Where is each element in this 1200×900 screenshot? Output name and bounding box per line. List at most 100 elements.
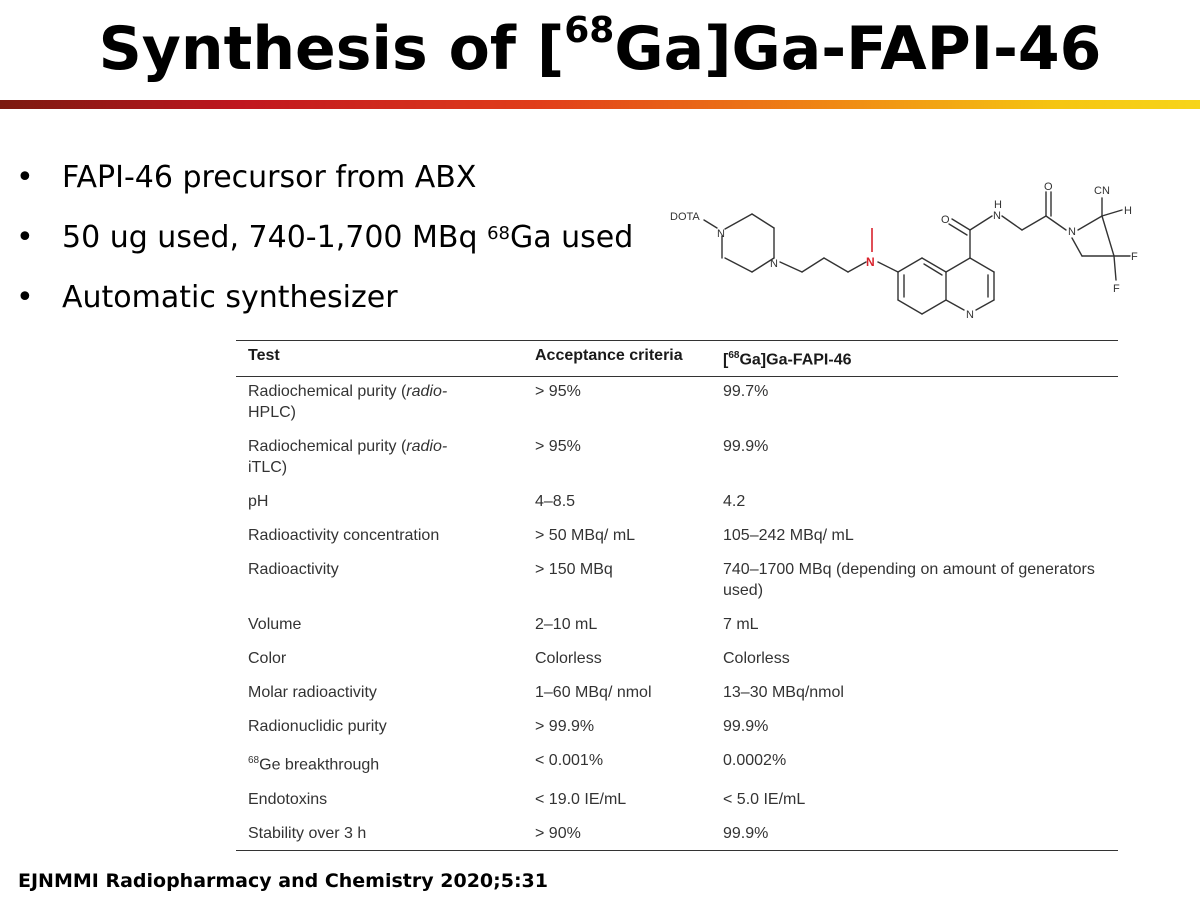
cell-criteria: > 95% [535, 438, 581, 456]
slide-title: Synthesis of [68Ga]Ga-FAPI-46 [0, 10, 1200, 84]
cell-test: Radioactivity concentration [248, 527, 440, 545]
atom-label: N [993, 210, 1001, 222]
bond-line [945, 299, 965, 311]
bond-line [1021, 215, 1047, 231]
atom-label: H [994, 199, 1002, 211]
bullet-list: • FAPI-46 precursor from ABX •50 ug used,… [16, 155, 633, 335]
bond-line [975, 299, 995, 311]
cell-result: 99.9% [723, 718, 769, 736]
cell-test: Radiochemical purity (radio- HPLC) [236, 377, 523, 424]
cell-test: Volume [248, 616, 302, 634]
bullet-item: •50 ug used, 740-1,700 MBq 68Ga used [16, 215, 633, 275]
header-result-prefix: [ [723, 351, 729, 369]
bond-line [951, 218, 971, 231]
cell-test: Color [248, 650, 287, 668]
cell-criteria: 1–60 MBq/ nmol [535, 684, 652, 702]
cell-result: 740–1700 MBq (depending on amount of gen… [723, 561, 1095, 600]
cell-test-text: HPLC) [248, 404, 297, 422]
bond-line [948, 223, 968, 236]
title-superscript: 68 [564, 10, 615, 51]
cell-criteria: < 19.0 IE/mL [535, 790, 627, 808]
cell-criteria: 4–8.5 [535, 493, 576, 511]
bullet-dot-icon: • [16, 220, 34, 255]
atom-label: F [1113, 283, 1120, 295]
cell-test-italic: radio- [406, 438, 448, 456]
bullet-superscript: 68 [487, 223, 510, 244]
cell-result: 105–242 MBq/ mL [723, 527, 854, 545]
bullet-item: • FAPI-46 precursor from ABX [16, 155, 633, 215]
cell-result: 4.2 [723, 493, 746, 511]
bond-line [1077, 215, 1103, 231]
fapi46-chemical-structure: DOTA N N N O N H O N CN H F F N [670, 181, 1138, 321]
atom-label: H [1124, 205, 1132, 217]
bullet-text: FAPI-46 precursor from ABX [62, 160, 477, 195]
cell-test-text: Ge breakthrough [259, 756, 380, 774]
bond-line [923, 263, 943, 276]
bond-line [945, 257, 971, 273]
bullet-text: Automatic synthesizer [62, 280, 398, 315]
header-test: Test [236, 339, 523, 378]
bond-line [1101, 215, 1115, 257]
table-row: Endotoxins < 19.0 IE/mL < 5.0 IE/mL [236, 776, 1118, 810]
table-row: Radiochemical purity (radio-HPLC) > 95% … [236, 377, 1118, 424]
bond-line [897, 299, 923, 315]
cell-criteria: < 0.001% [535, 752, 604, 770]
cell-criteria: 2–10 mL [535, 616, 598, 634]
cell-result: 99.7% [723, 383, 769, 401]
cell-criteria: > 150 MBq [535, 561, 613, 579]
cell-result: 7 mL [723, 616, 759, 634]
bullet-item: • Automatic synthesizer [16, 275, 633, 335]
table-row: 68Ge breakthrough < 0.001% 0.0002% [236, 737, 1118, 775]
citation: EJNMMI Radiopharmacy and Chemistry 2020;… [18, 870, 548, 892]
bond-line [823, 257, 849, 273]
cell-test: Radiochemical purity (radio-iTLC) [236, 423, 523, 478]
bond-line [751, 213, 775, 229]
bond-line [969, 215, 993, 231]
cell-criteria: > 50 MBq/ mL [535, 527, 636, 545]
bond-line [779, 261, 803, 273]
title-underline-gradient [0, 100, 1200, 109]
cell-test-italic: radio- [406, 383, 448, 401]
cell-test-text: Radiochemical purity ( [248, 438, 407, 456]
table-row: Stability over 3 h > 90% 99.9% [236, 809, 1118, 851]
methyl-n-label: N [866, 255, 875, 269]
atom-label: O [1044, 181, 1053, 193]
cell-criteria: > 99.9% [535, 718, 595, 736]
header-result-superscript: 68 [728, 350, 740, 361]
atom-label: N [966, 309, 974, 321]
bond-line [969, 257, 995, 273]
bond-line [897, 257, 923, 273]
bond-line [801, 257, 825, 273]
header-result: [68Ga]Ga-FAPI-46 [711, 339, 1118, 378]
header-result-suffix: Ga]Ga-FAPI-46 [739, 351, 852, 369]
cell-criteria: Colorless [535, 650, 602, 668]
bond-line [877, 261, 899, 273]
table-row: Molar radioactivity 1–60 MBq/ nmol 13–30… [236, 669, 1118, 703]
cell-criteria: > 95% [535, 383, 581, 401]
header-criteria: Acceptance criteria [523, 339, 711, 378]
cell-test-text: iTLC) [248, 459, 288, 477]
cell-test: Endotoxins [248, 790, 328, 808]
bullet-dot-icon: • [16, 160, 34, 195]
cell-test-text: Radiochemical purity ( [248, 383, 407, 401]
cell-result: 99.9% [723, 438, 769, 456]
bond-line [1101, 209, 1123, 217]
atom-label: F [1131, 251, 1138, 263]
cell-test: Radionuclidic purity [248, 718, 387, 736]
dota-label: DOTA [670, 211, 700, 223]
cell-result: < 5.0 IE/mL [723, 790, 806, 808]
cell-result: 99.9% [711, 809, 1118, 851]
bond-line [724, 257, 753, 273]
table-row: Volume 2–10 mL 7 mL [236, 601, 1118, 635]
bond-line [1045, 215, 1067, 231]
atom-label: N [770, 258, 778, 270]
table-row: Radionuclidic purity > 99.9% 99.9% [236, 703, 1118, 737]
title-suffix: Ga]Ga-FAPI-46 [614, 14, 1102, 84]
table-row: Color Colorless Colorless [236, 635, 1118, 669]
cell-result: 13–30 MBq/nmol [723, 684, 844, 702]
bullet-dot-icon: • [16, 280, 34, 315]
bond-line [1113, 255, 1117, 281]
atom-label: N [1068, 226, 1076, 238]
cell-result: Colorless [723, 650, 790, 668]
table-row: Radiochemical purity (radio-iTLC) > 95% … [236, 423, 1118, 478]
